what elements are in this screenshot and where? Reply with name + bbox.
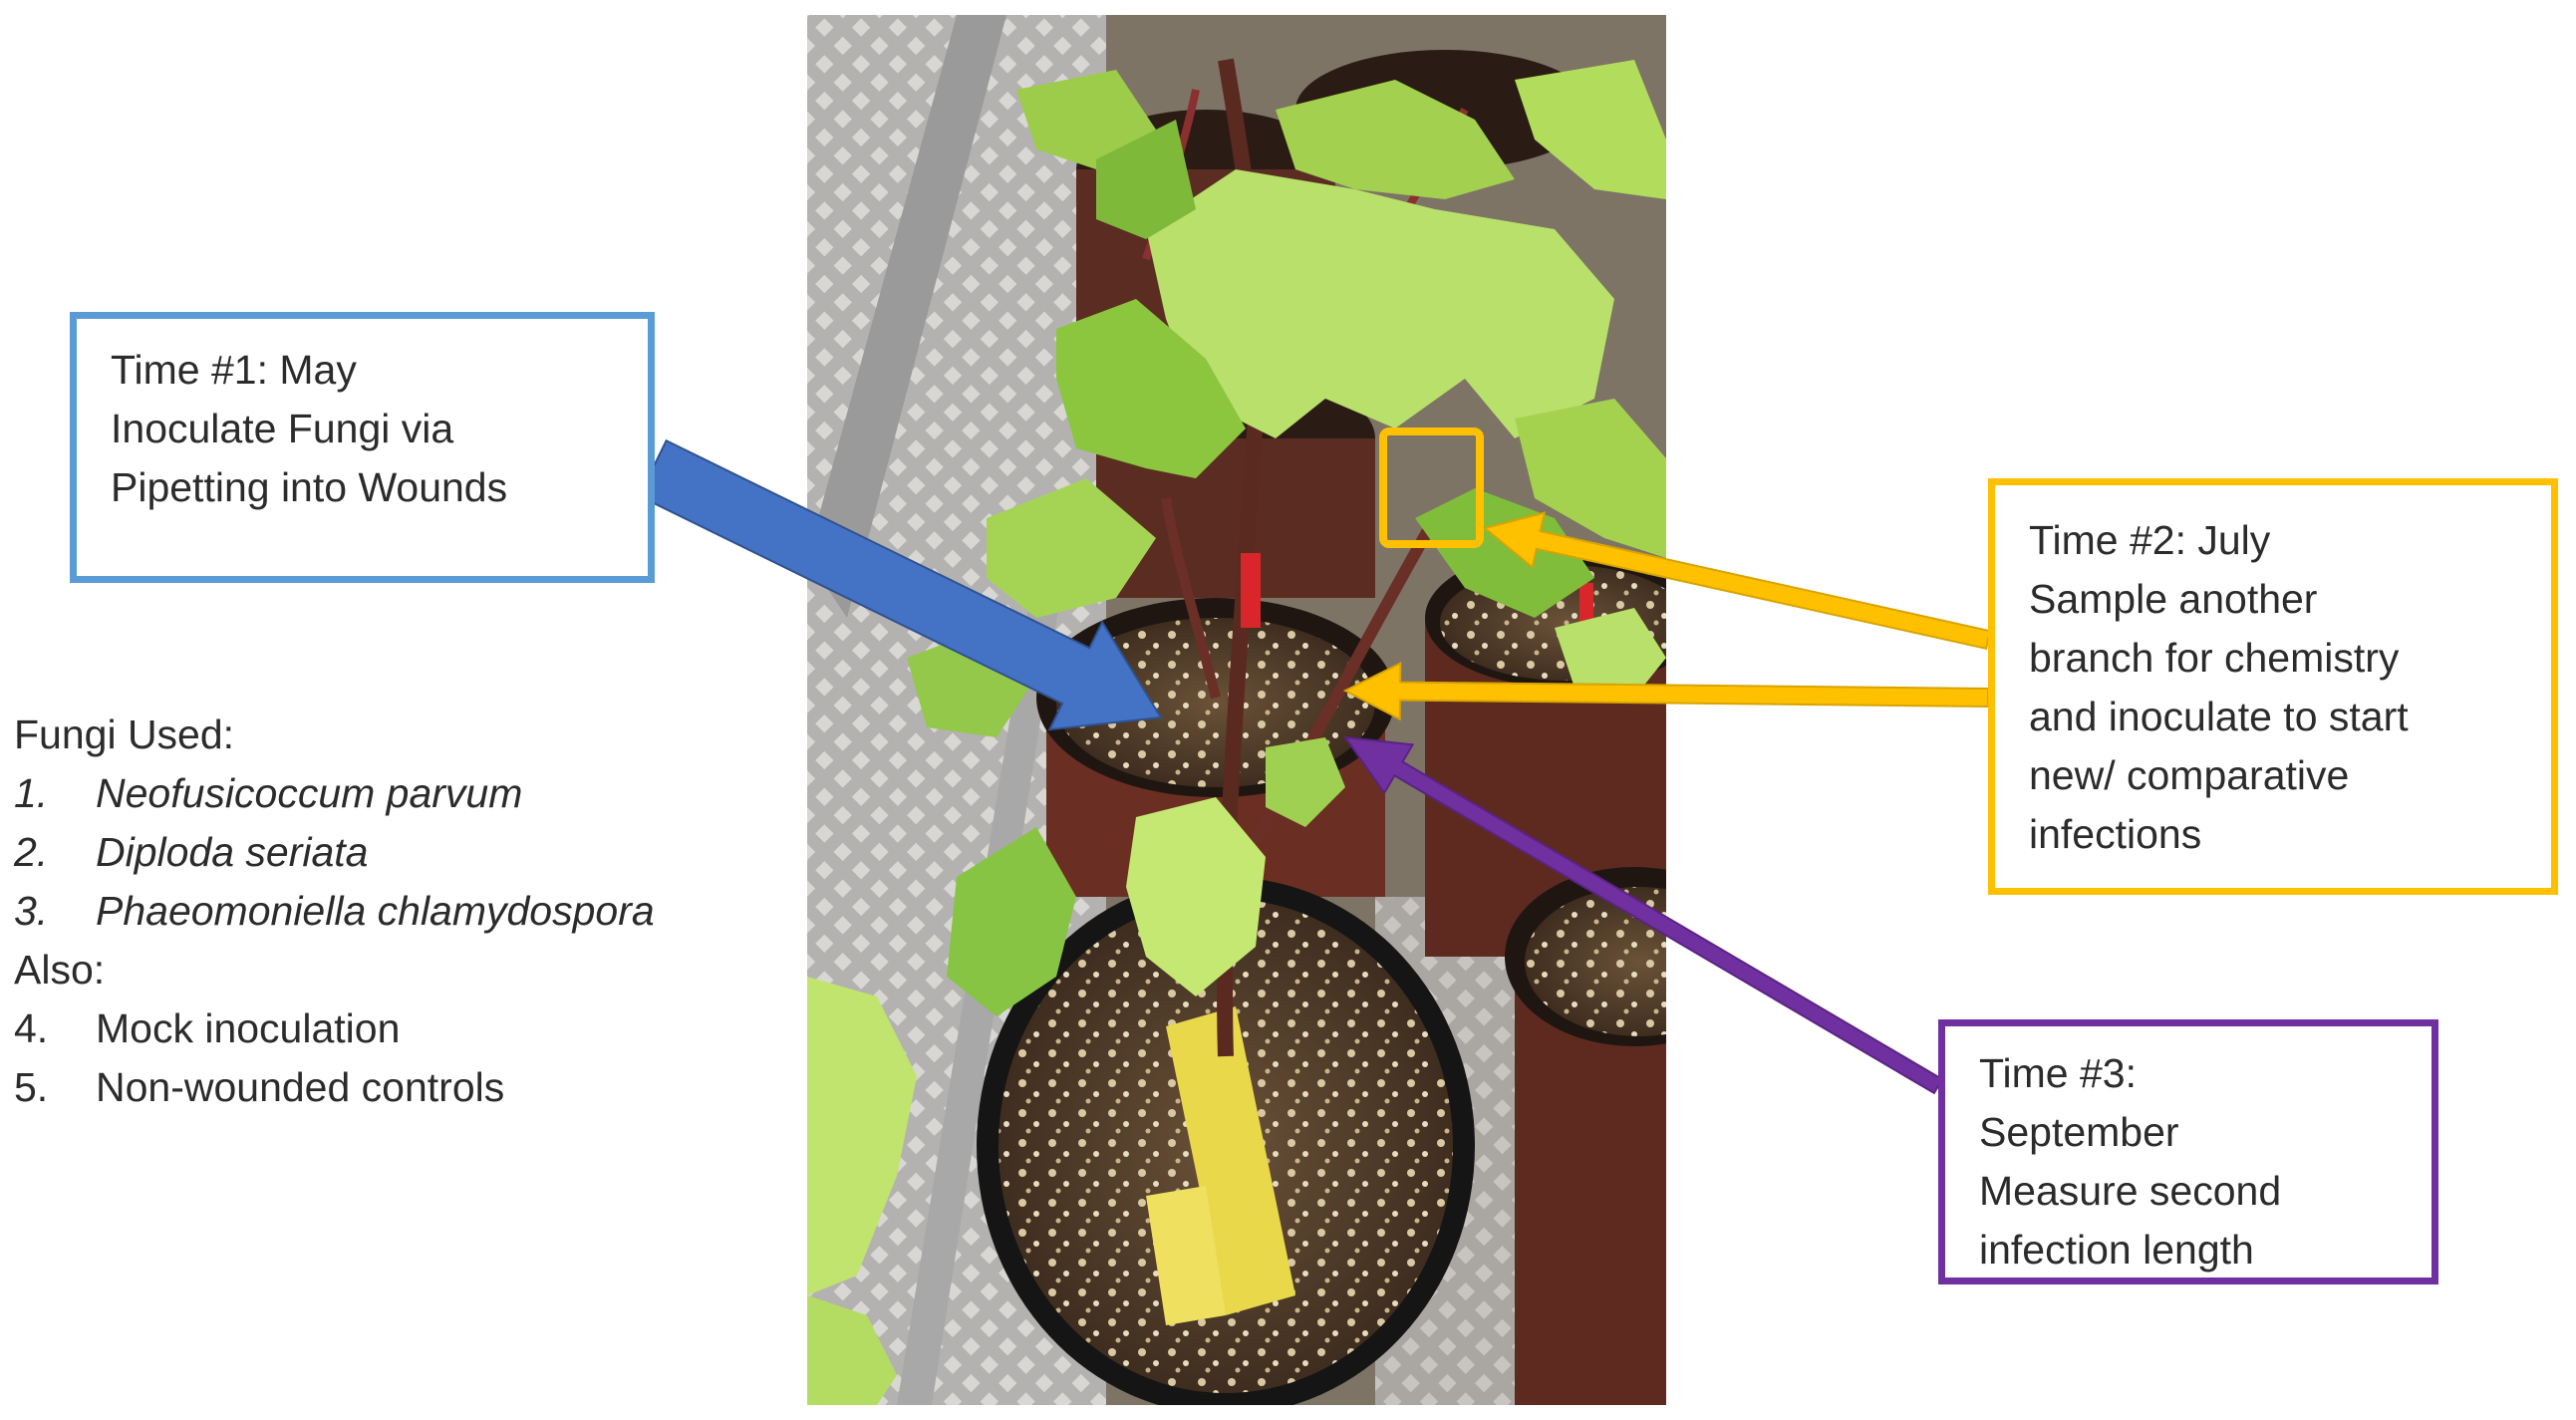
legend-heading: Fungi Used: <box>14 711 235 757</box>
arrow-time1-blue <box>638 438 1163 731</box>
arrow-time2-upper-yellow <box>1482 511 1992 650</box>
time3-title: Time #3: <box>1979 1050 2137 1096</box>
legend-item: 4. Mock inoculation <box>14 999 655 1058</box>
legend-item-number: 5. <box>14 1064 49 1110</box>
time1-line: Pipetting into Wounds <box>111 464 508 510</box>
legend-also-heading: Also: <box>14 947 106 993</box>
potted-grapevine-photo <box>807 15 1666 1405</box>
legend-item: 3. Phaeomoniella chlamydospora <box>14 882 655 941</box>
legend-item: 2. Diploda seriata <box>14 823 655 882</box>
time1-callout: Time #1: May Inoculate Fungi via Pipetti… <box>70 312 655 583</box>
time3-line: Measure second <box>1979 1168 2282 1214</box>
time1-line: Inoculate Fungi via <box>111 406 454 451</box>
fungi-legend: Fungi Used: 1. Neofusicoccum parvum 2. Dip… <box>14 706 655 1117</box>
legend-item-number: 4. <box>14 1005 49 1051</box>
legend-item-number: 2. <box>14 829 49 875</box>
time2-line: and inoculate to start <box>2029 694 2409 739</box>
arrow-time2-lower-yellow <box>1342 661 1990 721</box>
time2-callout: Time #2: July Sample another branch for … <box>1988 478 2558 895</box>
legend-item-name: Diploda seriata <box>96 829 369 875</box>
legend-item-name: Non-wounded controls <box>96 1064 505 1110</box>
time2-line: new/ comparative <box>2029 752 2350 798</box>
legend-item-name: Phaeomoniella chlamydospora <box>96 888 655 934</box>
time2-line: infections <box>2029 811 2202 857</box>
legend-item: 5. Non-wounded controls <box>14 1058 655 1117</box>
time3-callout: Time #3: September Measure second infect… <box>1938 1019 2438 1284</box>
time2-line: Sample another <box>2029 576 2318 622</box>
time1-title: Time #1: May <box>111 347 357 393</box>
legend-item-name: Neofusicoccum parvum <box>96 770 523 816</box>
time3-line: infection length <box>1979 1227 2254 1273</box>
legend-item-number: 3. <box>14 888 49 934</box>
time3-line: September <box>1979 1109 2179 1155</box>
time2-title: Time #2: July <box>2029 517 2271 563</box>
arrow-time3-purple <box>1342 735 1944 1095</box>
time2-line: branch for chemistry <box>2029 635 2400 681</box>
legend-item: 1. Neofusicoccum parvum <box>14 764 655 823</box>
legend-item-number: 1. <box>14 770 49 816</box>
legend-item-name: Mock inoculation <box>96 1005 401 1051</box>
